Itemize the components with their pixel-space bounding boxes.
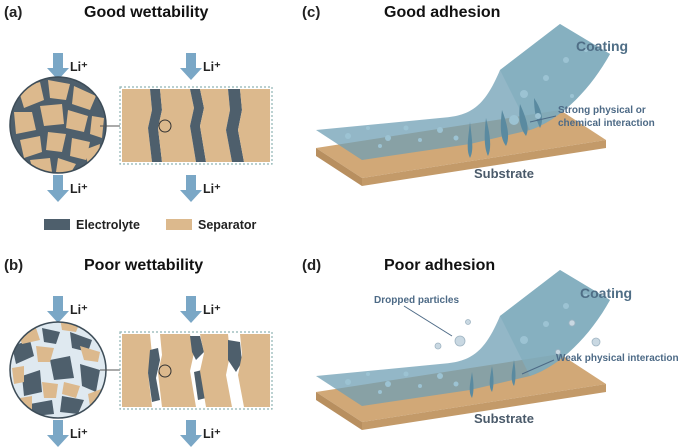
panel-d-tag: (d) [302, 257, 321, 274]
annotation-dropped: Dropped particles [374, 295, 459, 306]
coating-film [316, 270, 610, 406]
ion-arrow-icon [180, 420, 202, 447]
panel-a: (a) Good wettability Li⁺ Li⁺ Li⁺ Li⁺ [4, 4, 273, 232]
magnified-pore-view [9, 76, 107, 174]
ion-arrow-icon [47, 175, 69, 202]
ion-arrow-icon [180, 175, 202, 202]
separator-cross-section [119, 86, 273, 165]
coating-label: Coating [580, 285, 632, 301]
ion-label: Li⁺ [203, 427, 221, 441]
dropped-particles [434, 319, 601, 355]
coating-film [316, 24, 610, 160]
legend-electrolyte-swatch [44, 219, 70, 230]
ion-label: Li⁺ [70, 60, 88, 74]
ion-label: Li⁺ [70, 303, 88, 317]
ion-label: Li⁺ [70, 427, 88, 441]
annotation-strong-line1: Strong physical or [558, 105, 646, 116]
ion-label: Li⁺ [70, 182, 88, 196]
panel-a-title: Good wettability [84, 4, 209, 21]
coating-label: Coating [576, 38, 628, 54]
separator-cross-section [119, 331, 273, 410]
ion-arrow-icon [180, 296, 202, 323]
ion-label: Li⁺ [203, 60, 221, 74]
magnified-pore-view [9, 321, 107, 419]
panel-c-tag: (c) [302, 4, 320, 21]
legend-separator-label: Separator [198, 218, 256, 232]
panel-d-title: Poor adhesion [384, 257, 495, 274]
legend-separator-swatch [166, 219, 192, 230]
ion-arrow-icon [180, 53, 202, 80]
panel-c-title: Good adhesion [384, 4, 500, 21]
ion-label: Li⁺ [203, 182, 221, 196]
annotation-strong-line2: chemical interaction [558, 118, 655, 129]
legend-electrolyte-label: Electrolyte [76, 218, 140, 232]
annotation-leader [403, 305, 453, 337]
panel-b: (b) Poor wettability Li⁺ Li⁺ Li⁺ Li⁺ [4, 257, 273, 447]
substrate-label: Substrate [474, 411, 534, 426]
panel-c: (c) Good adhesion Substrate [302, 4, 655, 186]
panel-d: (d) Poor adhesion Substrate Coating [302, 257, 679, 430]
panel-a-tag: (a) [4, 4, 22, 21]
annotation-weak: Weak physical interaction [556, 353, 679, 364]
annotation-leader [521, 359, 555, 375]
substrate-label: Substrate [474, 166, 534, 181]
annotation-leader [529, 115, 557, 123]
panel-b-tag: (b) [4, 257, 23, 274]
ion-arrow-icon [47, 420, 69, 447]
panel-b-title: Poor wettability [84, 257, 203, 274]
ion-arrow-icon [47, 53, 69, 80]
ion-label: Li⁺ [203, 303, 221, 317]
ion-arrow-icon [47, 296, 69, 323]
